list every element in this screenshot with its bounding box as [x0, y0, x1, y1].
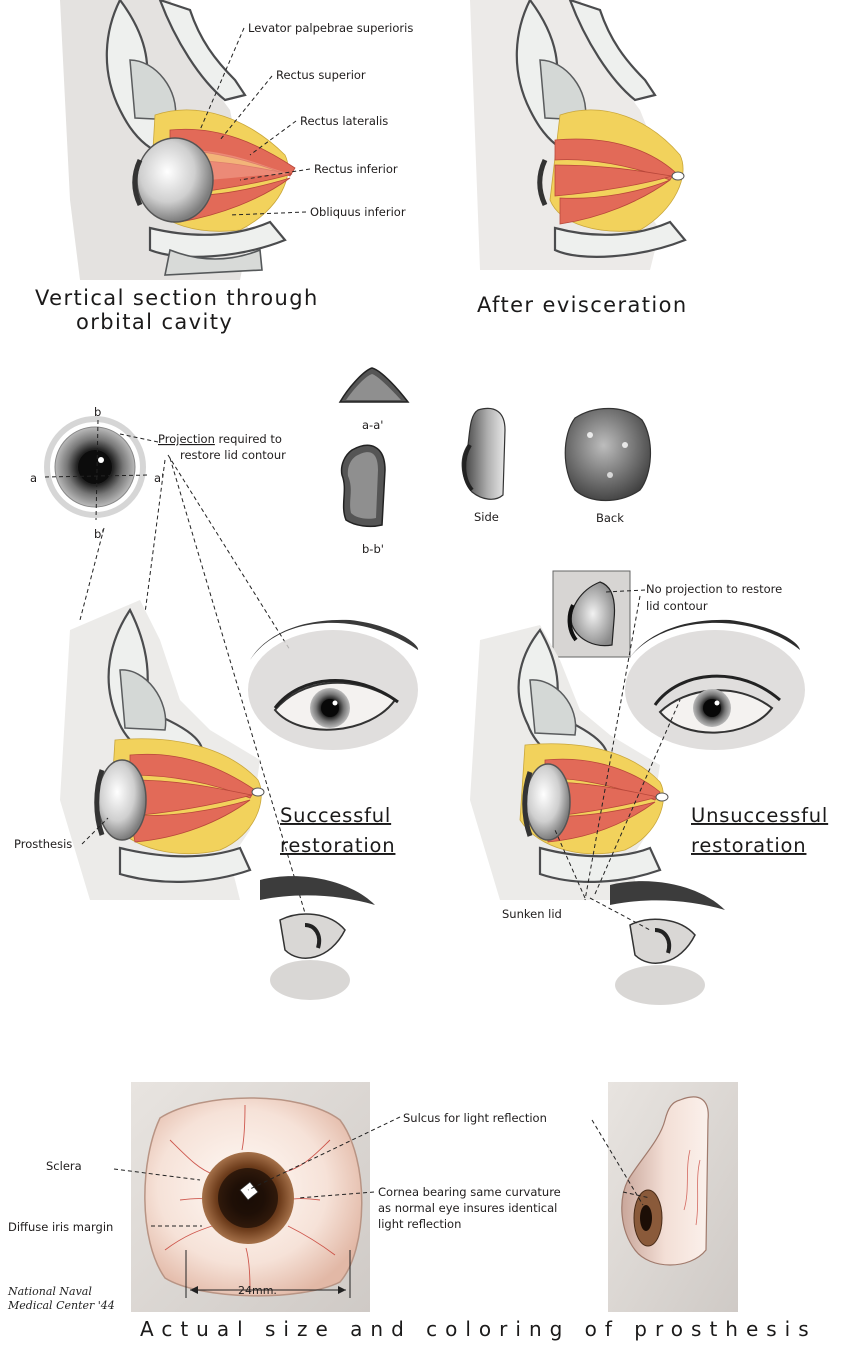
label-sunken-lid: Sunken lid: [502, 907, 562, 921]
measurement-24mm: 24mm.: [238, 1284, 277, 1297]
label-projection-required: Projection required to: [158, 432, 282, 446]
evisceration-illustration: [470, 0, 685, 270]
label-side-view: Side: [474, 510, 499, 524]
axis-label-a: a: [30, 471, 37, 485]
successful-eye-side: [260, 876, 375, 1000]
actual-size-front-plate: [131, 1082, 370, 1312]
label-rectus-superior: Rectus superior: [276, 68, 366, 82]
signature-line2: Medical Center '44: [7, 1299, 115, 1312]
unsuccessful-eye-front: [625, 620, 805, 750]
section-aa-shape: [340, 368, 408, 402]
prosthesis-back-view: [565, 408, 650, 500]
unsuccessful-eye-side: [610, 881, 725, 1005]
label-cornea-line1: Cornea bearing same curvature: [378, 1185, 561, 1199]
section-bb-shape: [342, 445, 385, 526]
vertical-section-illustration: [60, 0, 295, 280]
label-obliquus-inferior: Obliquus inferior: [310, 205, 406, 219]
prosthesis-side-view: [462, 408, 505, 499]
caption-vertical-section-line2: orbital cavity: [76, 310, 233, 334]
prosthesis-front-view: [45, 419, 150, 520]
label-levator: Levator palpebrae superioris: [248, 21, 413, 35]
label-projection-line2: restore lid contour: [180, 448, 286, 462]
label-no-projection-line2: lid contour: [646, 599, 708, 613]
actual-size-side-plate: [608, 1082, 738, 1312]
label-cornea-line2: as normal eye insures identical: [378, 1201, 557, 1215]
axis-label-b: b: [94, 405, 101, 419]
axis-label-b-prime: b': [94, 527, 104, 541]
caption-after-evisceration: After evisceration: [477, 293, 688, 317]
label-sclera: Sclera: [46, 1159, 82, 1173]
label-section-bb: b-b': [362, 542, 384, 556]
label-rectus-inferior: Rectus inferior: [314, 162, 398, 176]
label-back-view: Back: [596, 511, 624, 525]
caption-actual-size: Actual size and coloring of prosthesis: [140, 1317, 817, 1341]
label-sulcus: Sulcus for light reflection: [403, 1111, 547, 1125]
successful-eye-front: [248, 620, 418, 750]
no-projection-inset: [553, 571, 630, 657]
label-no-projection-line1: No projection to restore: [646, 582, 782, 596]
label-cornea-line3: light reflection: [378, 1217, 461, 1231]
successful-title-line2: restoration: [280, 834, 395, 857]
signature-line1: National Naval: [7, 1285, 92, 1298]
label-rectus-lateralis: Rectus lateralis: [300, 114, 388, 128]
unsuccessful-title-line1: Unsuccessful: [691, 804, 828, 827]
unsuccessful-title-line2: restoration: [691, 834, 806, 857]
successful-section-illustration: [60, 600, 264, 900]
caption-vertical-section-line1: Vertical section through: [35, 286, 319, 310]
axis-label-a-prime: a': [154, 471, 164, 485]
label-section-aa: a-a': [362, 418, 383, 432]
label-prosthesis: Prosthesis: [14, 837, 72, 851]
label-diffuse-iris: Diffuse iris margin: [8, 1220, 113, 1234]
successful-title-line1: Successful: [280, 804, 391, 827]
